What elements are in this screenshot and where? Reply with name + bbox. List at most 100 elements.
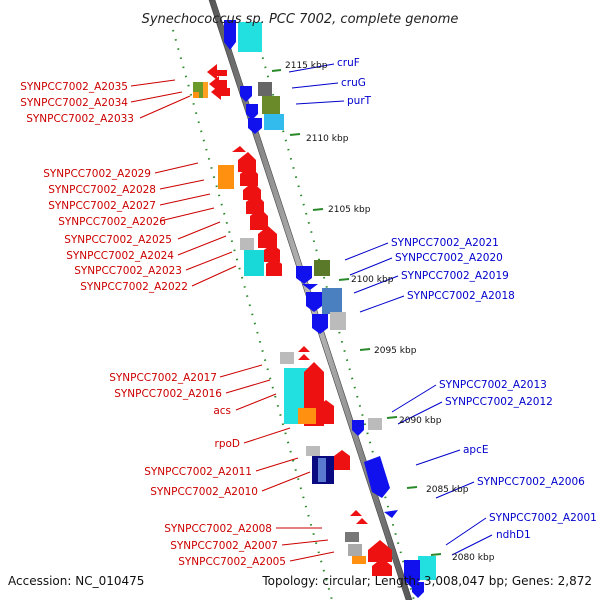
gene-arrow <box>224 20 236 50</box>
gene-arrow <box>312 314 328 334</box>
gene-box <box>258 82 272 96</box>
gene-arrow <box>318 400 334 424</box>
gene-box <box>193 92 199 98</box>
scale-ticks <box>271 69 442 556</box>
gene-box <box>218 165 234 189</box>
gene-label: SYNPCC7002_A2019 <box>401 270 509 282</box>
gene-box <box>306 446 320 456</box>
gene-arrow <box>302 284 318 290</box>
scale-label: 2105 kbp <box>328 205 371 215</box>
gene-box <box>345 532 359 542</box>
gene-label: SYNPCC7002_A2021 <box>391 237 499 249</box>
gene-label: SYNPCC7002_A2005 <box>178 556 286 568</box>
gene-label: SYNPCC7002_A2027 <box>48 200 156 212</box>
gene-label: cruG <box>341 77 366 89</box>
gene-box <box>330 312 346 330</box>
scale-label: 2080 kbp <box>452 553 495 563</box>
gene-label: SYNPCC7002_A2016 <box>114 388 222 400</box>
gene-box <box>322 288 342 314</box>
topology-text: Topology: circular; Length: 3,008,047 bp… <box>261 574 592 588</box>
gene-label: SYNPCC7002_A2011 <box>144 466 252 478</box>
gene-label: ndhD1 <box>496 529 531 541</box>
gene-label: apcE <box>463 444 489 456</box>
gene-arrow <box>368 540 392 562</box>
left-leaders <box>130 79 335 562</box>
gene-arrow <box>298 346 310 352</box>
gene-label: SYNPCC7002_A2029 <box>43 168 151 180</box>
gene-arrow <box>350 510 362 516</box>
scale-label: 2095 kbp <box>374 346 417 356</box>
scale-label: 2090 kbp <box>399 416 442 426</box>
gene-label: SYNPCC7002_A2035 <box>20 81 128 93</box>
gene-arrow <box>404 560 420 588</box>
gene-label: SYNPCC7002_A2001 <box>489 512 597 524</box>
gene-box <box>318 458 326 482</box>
gene-arrow <box>238 152 256 172</box>
gene-label: acs <box>213 405 231 417</box>
gene-label: SYNPCC7002_A2018 <box>407 290 515 302</box>
gene-arrow <box>306 292 322 312</box>
left-gene-labels: SYNPCC7002_A2035 SYNPCC7002_A2034 SYNPCC… <box>20 81 286 568</box>
gene-box <box>203 82 208 98</box>
gene-arrow <box>232 146 246 152</box>
right-leaders <box>288 63 493 556</box>
reverse-genes <box>224 20 436 598</box>
gene-label: SYNPCC7002_A2020 <box>395 252 503 264</box>
gene-box <box>298 408 316 424</box>
gene-box <box>418 556 436 580</box>
gene-arrow <box>364 456 390 498</box>
map-title: Synechococcus sp. PCC 7002, complete gen… <box>142 12 459 27</box>
gene-label: cruF <box>337 57 360 69</box>
gene-arrow <box>246 104 258 120</box>
left-track-guide <box>172 29 333 600</box>
gene-label: SYNPCC7002_A2034 <box>20 97 128 109</box>
gene-arrow <box>250 208 268 230</box>
gene-label: rpoD <box>215 438 241 450</box>
gene-arrow <box>266 258 282 276</box>
gene-label: SYNPCC7002_A2010 <box>150 486 258 498</box>
gene-arrow <box>356 518 368 524</box>
gene-box <box>244 250 264 276</box>
scale-label: 2115 kbp <box>285 61 328 71</box>
gene-arrow <box>412 582 424 598</box>
gene-arrow <box>264 244 280 262</box>
gene-arrow <box>352 420 364 436</box>
gene-arrow <box>334 450 350 470</box>
gene-label: SYNPCC7002_A2033 <box>26 113 134 125</box>
gene-label: SYNPCC7002_A2007 <box>170 540 278 552</box>
gene-arrow <box>296 266 312 284</box>
scale-label: 2110 kbp <box>306 134 349 144</box>
gene-label: SYNPCC7002_A2026 <box>58 216 166 228</box>
gene-arrow <box>240 86 252 102</box>
gene-arrow <box>258 226 277 248</box>
gene-arrow <box>372 558 392 576</box>
gene-label: SYNPCC7002_A2008 <box>164 523 272 535</box>
gene-label: SYNPCC7002_A2022 <box>80 281 188 293</box>
gene-box <box>240 238 254 250</box>
gene-box <box>264 114 284 130</box>
gene-label: SYNPCC7002_A2012 <box>445 396 553 408</box>
gene-arrow <box>240 166 258 186</box>
gene-label: SYNPCC7002_A2024 <box>66 250 174 262</box>
gene-arrow <box>384 510 398 518</box>
gene-arrow <box>248 118 262 134</box>
forward-genes <box>193 64 392 576</box>
gene-box <box>262 96 280 114</box>
gene-label: SYNPCC7002_A2017 <box>109 372 217 384</box>
gene-label: SYNPCC7002_A2025 <box>64 234 172 246</box>
gene-box <box>280 352 294 364</box>
gene-label: SYNPCC7002_A2023 <box>74 265 182 277</box>
gene-arrow <box>298 354 310 360</box>
gene-box <box>314 260 330 276</box>
scale-labels: 2115 kbp 2110 kbp 2105 kbp 2100 kbp 2095… <box>285 61 495 563</box>
gene-label: SYNPCC7002_A2028 <box>48 184 156 196</box>
gene-label: purT <box>347 95 372 107</box>
scale-label: 2085 kbp <box>426 485 469 495</box>
gene-label: SYNPCC7002_A2013 <box>439 379 547 391</box>
gene-arrow <box>211 84 230 100</box>
gene-box <box>348 544 362 556</box>
gene-arrow <box>207 64 227 80</box>
gene-label: SYNPCC7002_A2006 <box>477 476 585 488</box>
right-gene-labels: cruF cruG purT SYNPCC7002_A2021 SYNPCC70… <box>337 57 597 541</box>
